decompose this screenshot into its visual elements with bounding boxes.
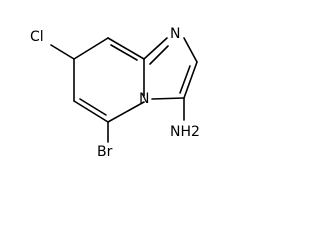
bond-n1-c2 — [183, 37, 198, 63]
bond-c5-c6-inner — [79, 98, 107, 116]
bond-c2-c3-inner — [179, 65, 191, 94]
bond-c7-c8 — [73, 37, 109, 60]
bond-c8-c8a — [107, 37, 145, 60]
bond-c2-c3 — [183, 61, 198, 99]
atom-label-chlorine: Cl — [30, 29, 44, 45]
bond-c8a-n1-inner — [149, 45, 169, 65]
atom-label-bridgehead-nitrogen: N — [139, 91, 149, 107]
bond-c5-c6 — [73, 100, 109, 123]
bond-c8-c8a-inner — [110, 44, 138, 61]
bond-n4-c5 — [107, 101, 145, 123]
molecule-structure: Cl N N Br NH2 — [30, 26, 200, 160]
bond-c8a-n1 — [143, 37, 168, 60]
atom-label-bromine: Br — [97, 144, 113, 160]
atom-label-ring-nitrogen: N — [170, 26, 180, 42]
atom-label-amine: NH2 — [170, 124, 200, 140]
bond-c3-n4 — [151, 97, 185, 100]
bond-c7-cl — [50, 44, 75, 60]
